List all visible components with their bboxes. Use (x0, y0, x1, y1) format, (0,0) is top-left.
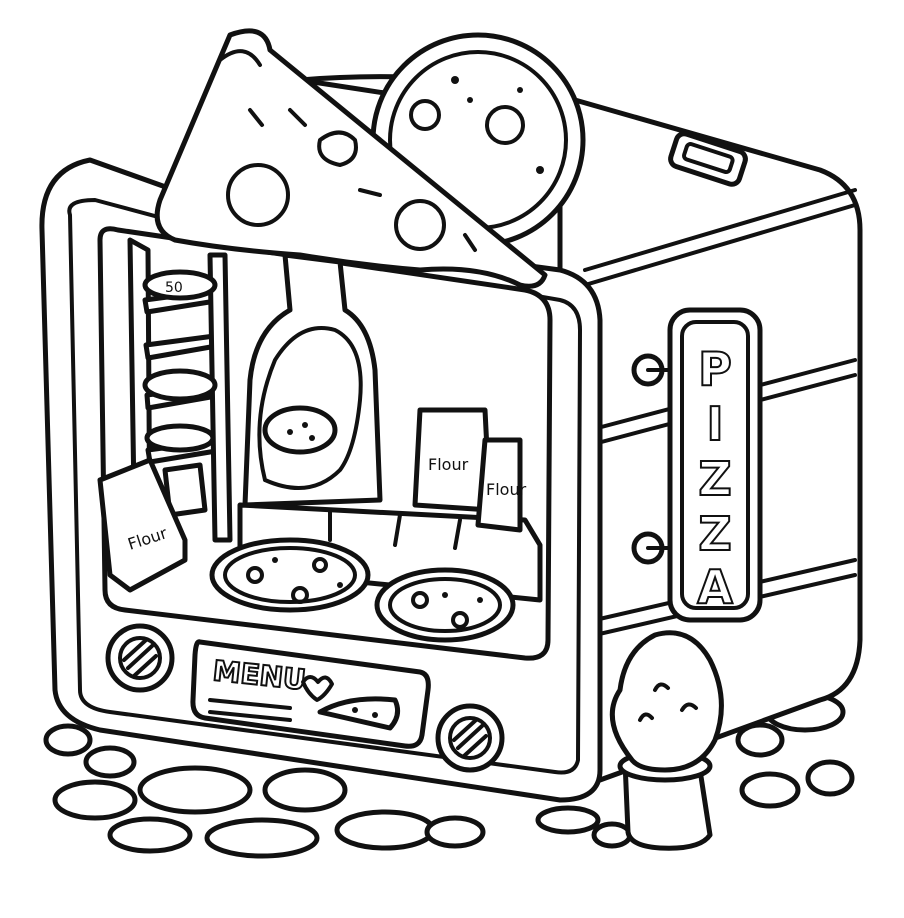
flour-bag-front: Flour (475, 437, 527, 533)
flour-bag-front-label: Flour (486, 480, 527, 499)
flour-bag-back: Flour (412, 407, 493, 513)
sign-letter-4: Z (698, 507, 731, 561)
pizza-oven (242, 252, 383, 508)
sign-letter-3: Z (698, 452, 731, 506)
shelf-pizza-label: 50 (165, 280, 183, 296)
menu-pizza-slice-icon (317, 696, 401, 731)
sign-letter-5: A (697, 560, 733, 614)
pizza-roof-slice (154, 28, 548, 289)
sign-letter-2: I (706, 397, 723, 451)
heart-icon (301, 675, 334, 702)
counter-pizzas (209, 537, 516, 643)
flour-bag-back-label: Flour (428, 455, 469, 474)
flour-bag-left: Flour (97, 457, 188, 593)
sign-letter-1: P (698, 342, 732, 396)
knob-right (435, 703, 505, 773)
potted-plant (609, 630, 724, 851)
knob-left (105, 623, 175, 693)
menu-board: MENU (190, 639, 431, 749)
pizza-sign: P I Z Z A (631, 307, 763, 623)
